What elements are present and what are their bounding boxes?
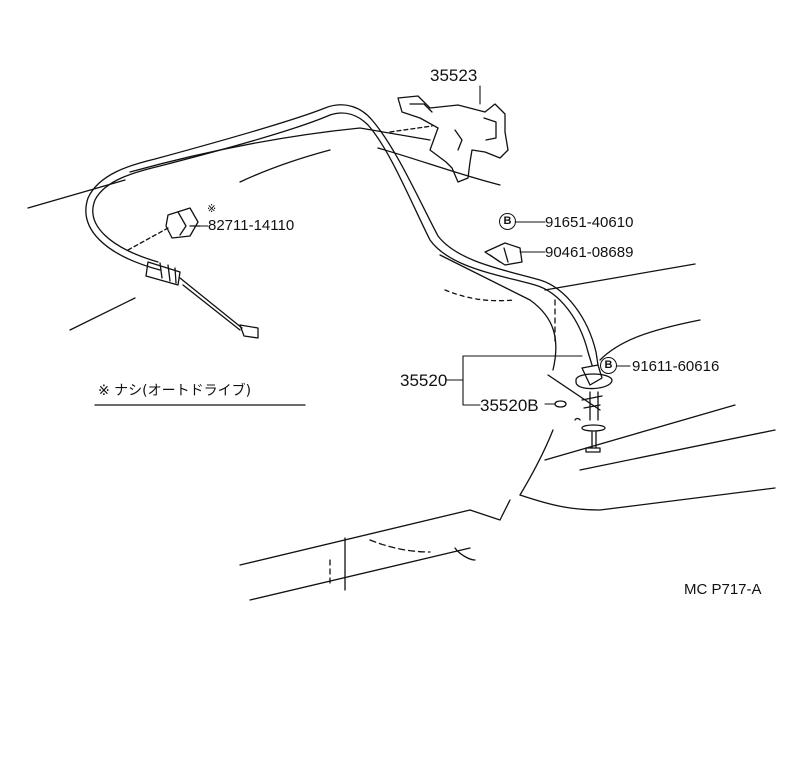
label-91611-60616: 91611-60616 [632, 358, 720, 375]
label-90461-08689: 90461-08689 [545, 244, 634, 261]
clip-part [127, 207, 201, 251]
figure-code: MC P717-A [684, 581, 762, 598]
label-91651-40610: 91651-40610 [545, 214, 634, 231]
clamp-part [484, 242, 523, 266]
bracket-part [389, 95, 509, 183]
engine-body-outline [27, 127, 776, 601]
note-text: ※ ナシ(オートドライブ) [98, 383, 252, 399]
cable-bottom-fitting [554, 364, 613, 453]
label-35520: 35520 [400, 371, 448, 390]
b-circle-icon: B [600, 357, 617, 374]
throttle-cable [85, 104, 599, 366]
label-82711-14110: 82711-14110 [208, 217, 295, 234]
asterisk-mark: ※ [207, 202, 217, 215]
b-circle-icon: B [499, 213, 516, 230]
label-35520b: 35520B [480, 396, 539, 415]
leader-lines [199, 85, 631, 406]
label-35523: 35523 [430, 66, 478, 85]
cable-end-fitting [145, 261, 259, 339]
